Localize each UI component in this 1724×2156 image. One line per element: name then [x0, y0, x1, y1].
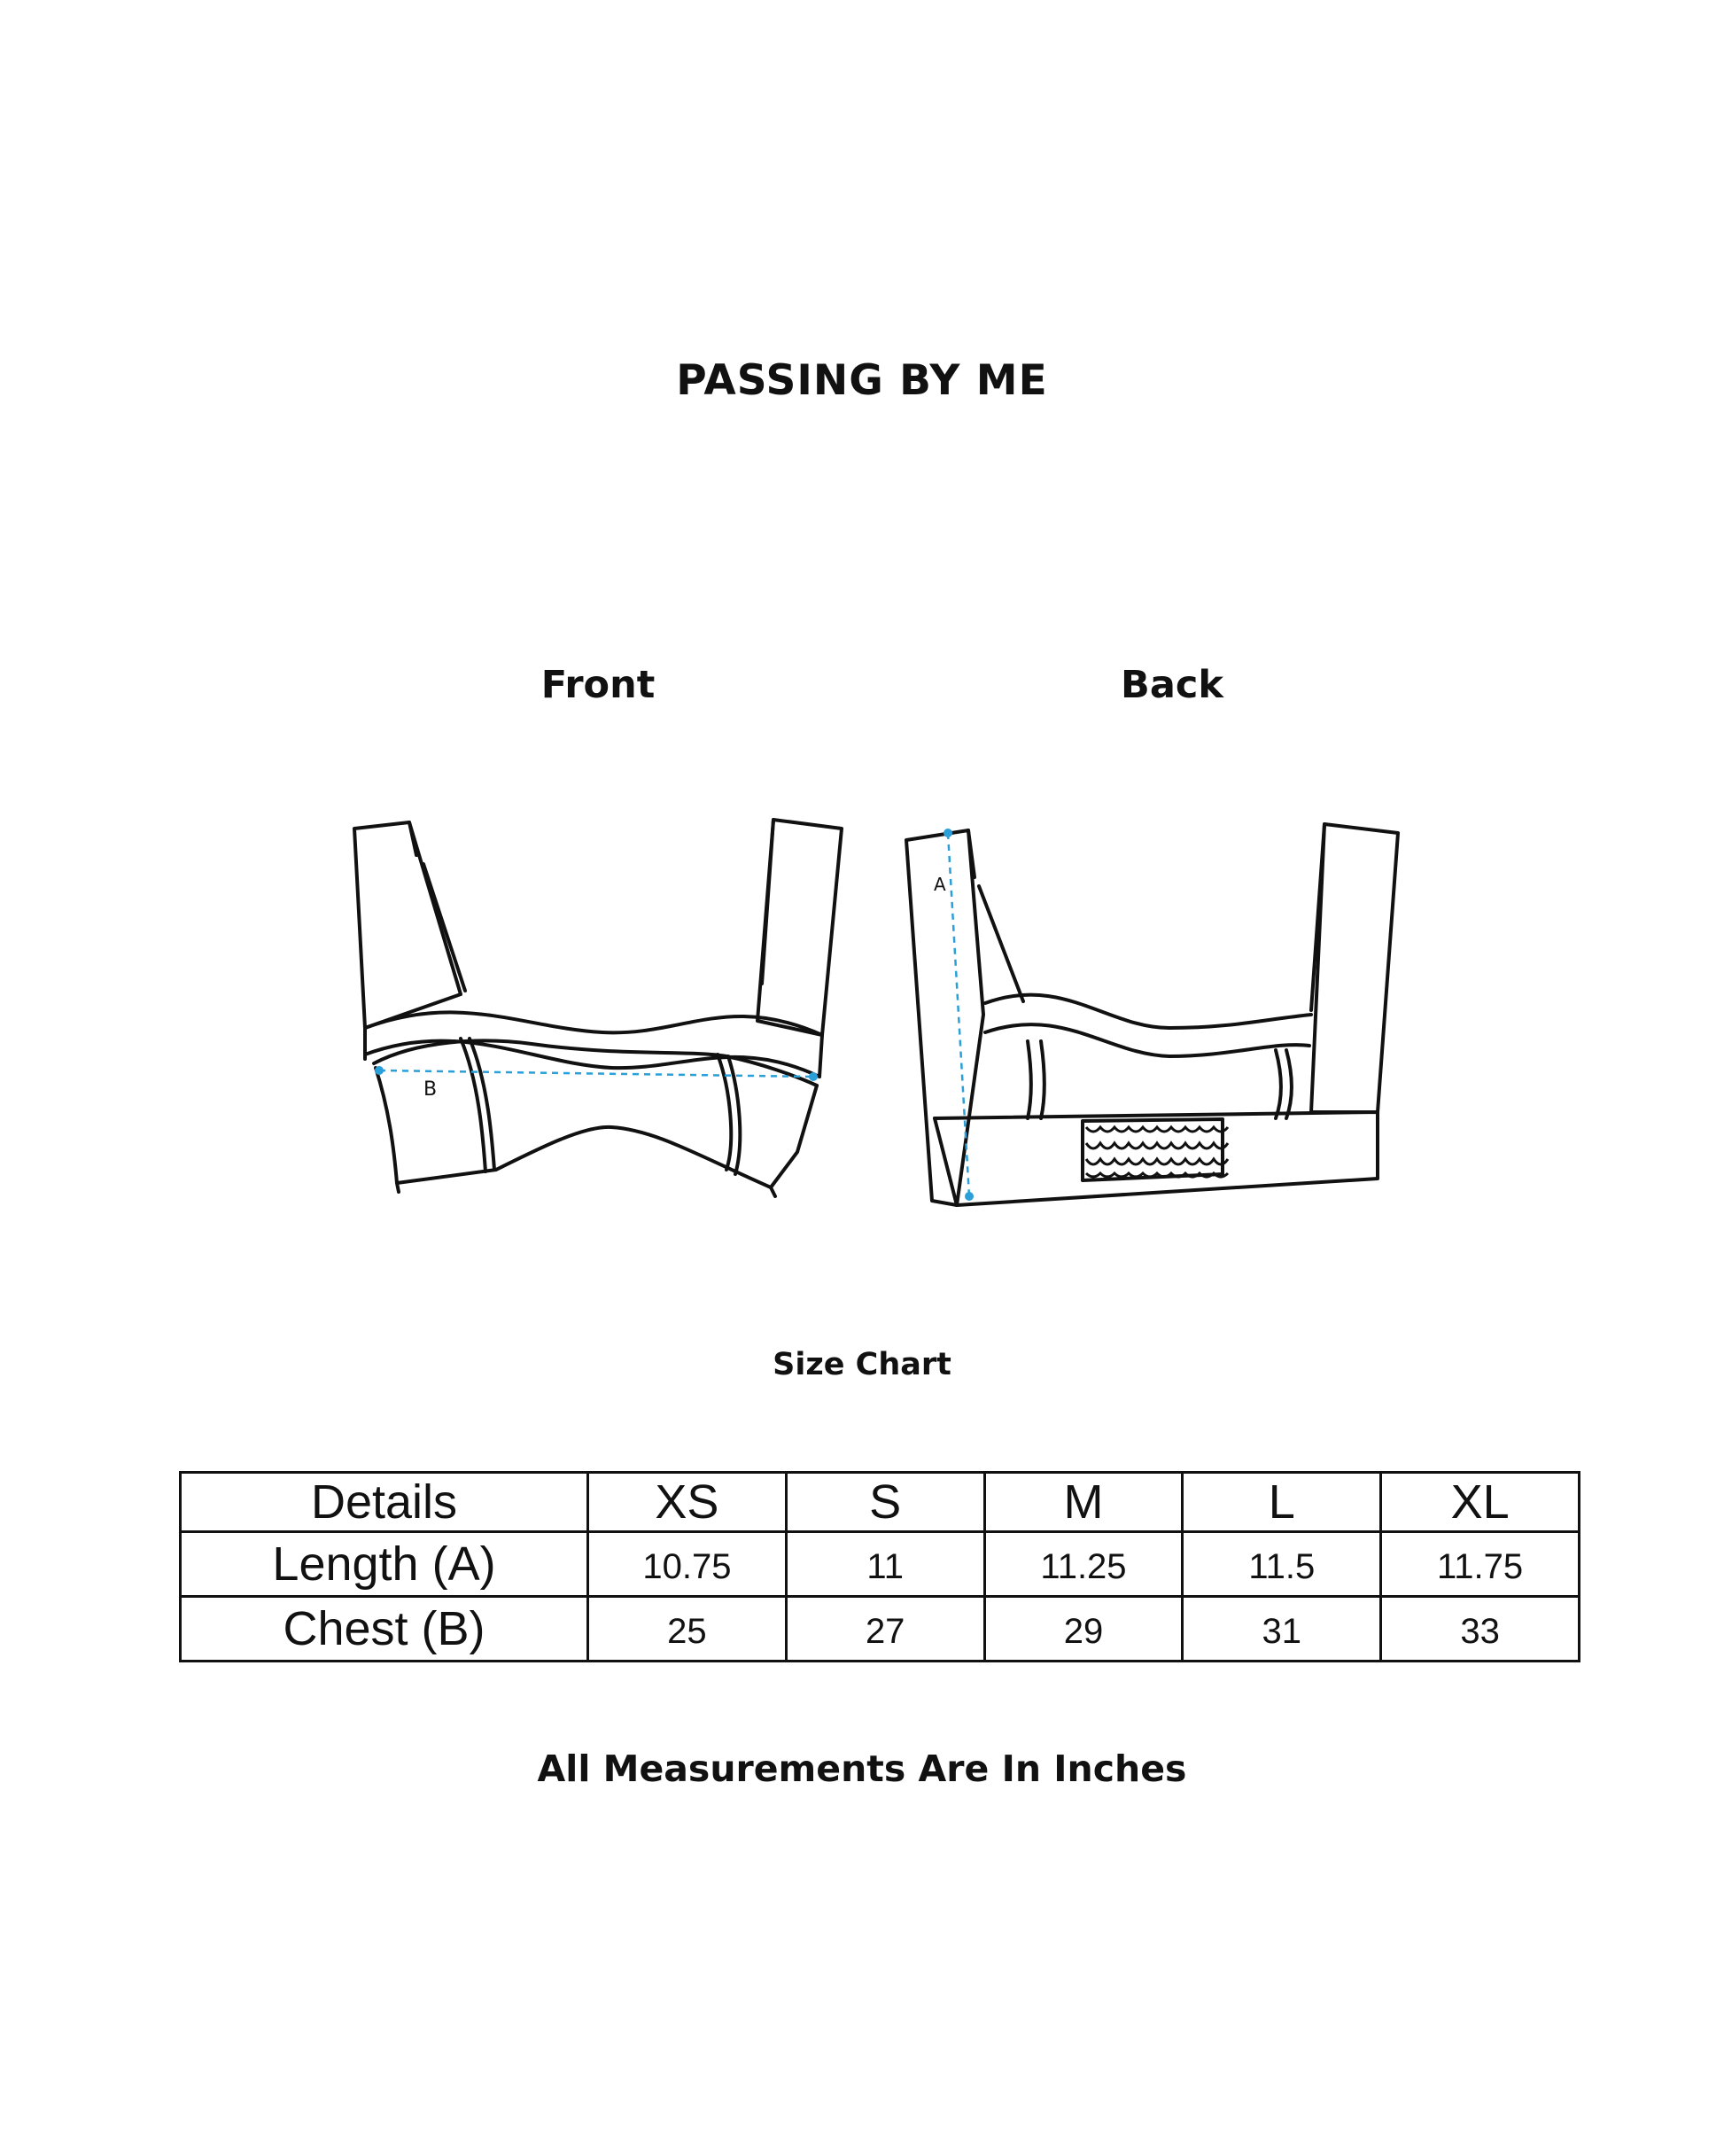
table-cell: 33: [1379, 1595, 1580, 1662]
table-cell: 25: [586, 1595, 788, 1662]
length-measure-line: [944, 829, 974, 1201]
table-header-row: Details XS S M L XL: [179, 1471, 1580, 1533]
table-cell: 11.25: [982, 1530, 1184, 1598]
table-cell: 11: [784, 1530, 986, 1598]
size-chart-title: Size Chart: [773, 1347, 951, 1382]
table-cell: 11.5: [1181, 1530, 1383, 1598]
table-cell: 29: [982, 1595, 1184, 1662]
row-label-chest: Chest (B): [179, 1595, 589, 1662]
back-view-label: Back: [1121, 663, 1223, 707]
table-cell: 10.75: [586, 1530, 788, 1598]
header-size-xl: XL: [1379, 1471, 1580, 1533]
header-size-xs: XS: [586, 1471, 788, 1533]
garment-sketches: B A: [353, 818, 1400, 1207]
row-label-length: Length (A): [179, 1530, 589, 1598]
header-size-m: M: [982, 1471, 1184, 1533]
front-sketch: [353, 818, 843, 1198]
header-details: Details: [179, 1471, 589, 1533]
header-size-s: S: [784, 1471, 986, 1533]
size-chart-table: Details XS S M L XL Length (A) 10.75 11 …: [179, 1471, 1580, 1662]
back-sketch: [905, 822, 1400, 1207]
table-row: Length (A) 10.75 11 11.25 11.5 11.75: [179, 1530, 1580, 1598]
header-size-l: L: [1181, 1471, 1383, 1533]
length-marker: A: [934, 874, 946, 895]
table-cell: 31: [1181, 1595, 1383, 1662]
table-row: Chest (B) 25 27 29 31 33: [179, 1595, 1580, 1662]
chest-measure-line: [375, 1066, 818, 1081]
table-cell: 27: [784, 1595, 986, 1662]
chest-marker: B: [423, 1078, 437, 1101]
brand-title: PASSING BY ME: [676, 356, 1048, 405]
table-cell: 11.75: [1379, 1530, 1580, 1598]
units-note: All Measurements Are In Inches: [537, 1747, 1187, 1790]
elastic-gathering: [1084, 1125, 1230, 1179]
front-view-label: Front: [540, 663, 656, 707]
